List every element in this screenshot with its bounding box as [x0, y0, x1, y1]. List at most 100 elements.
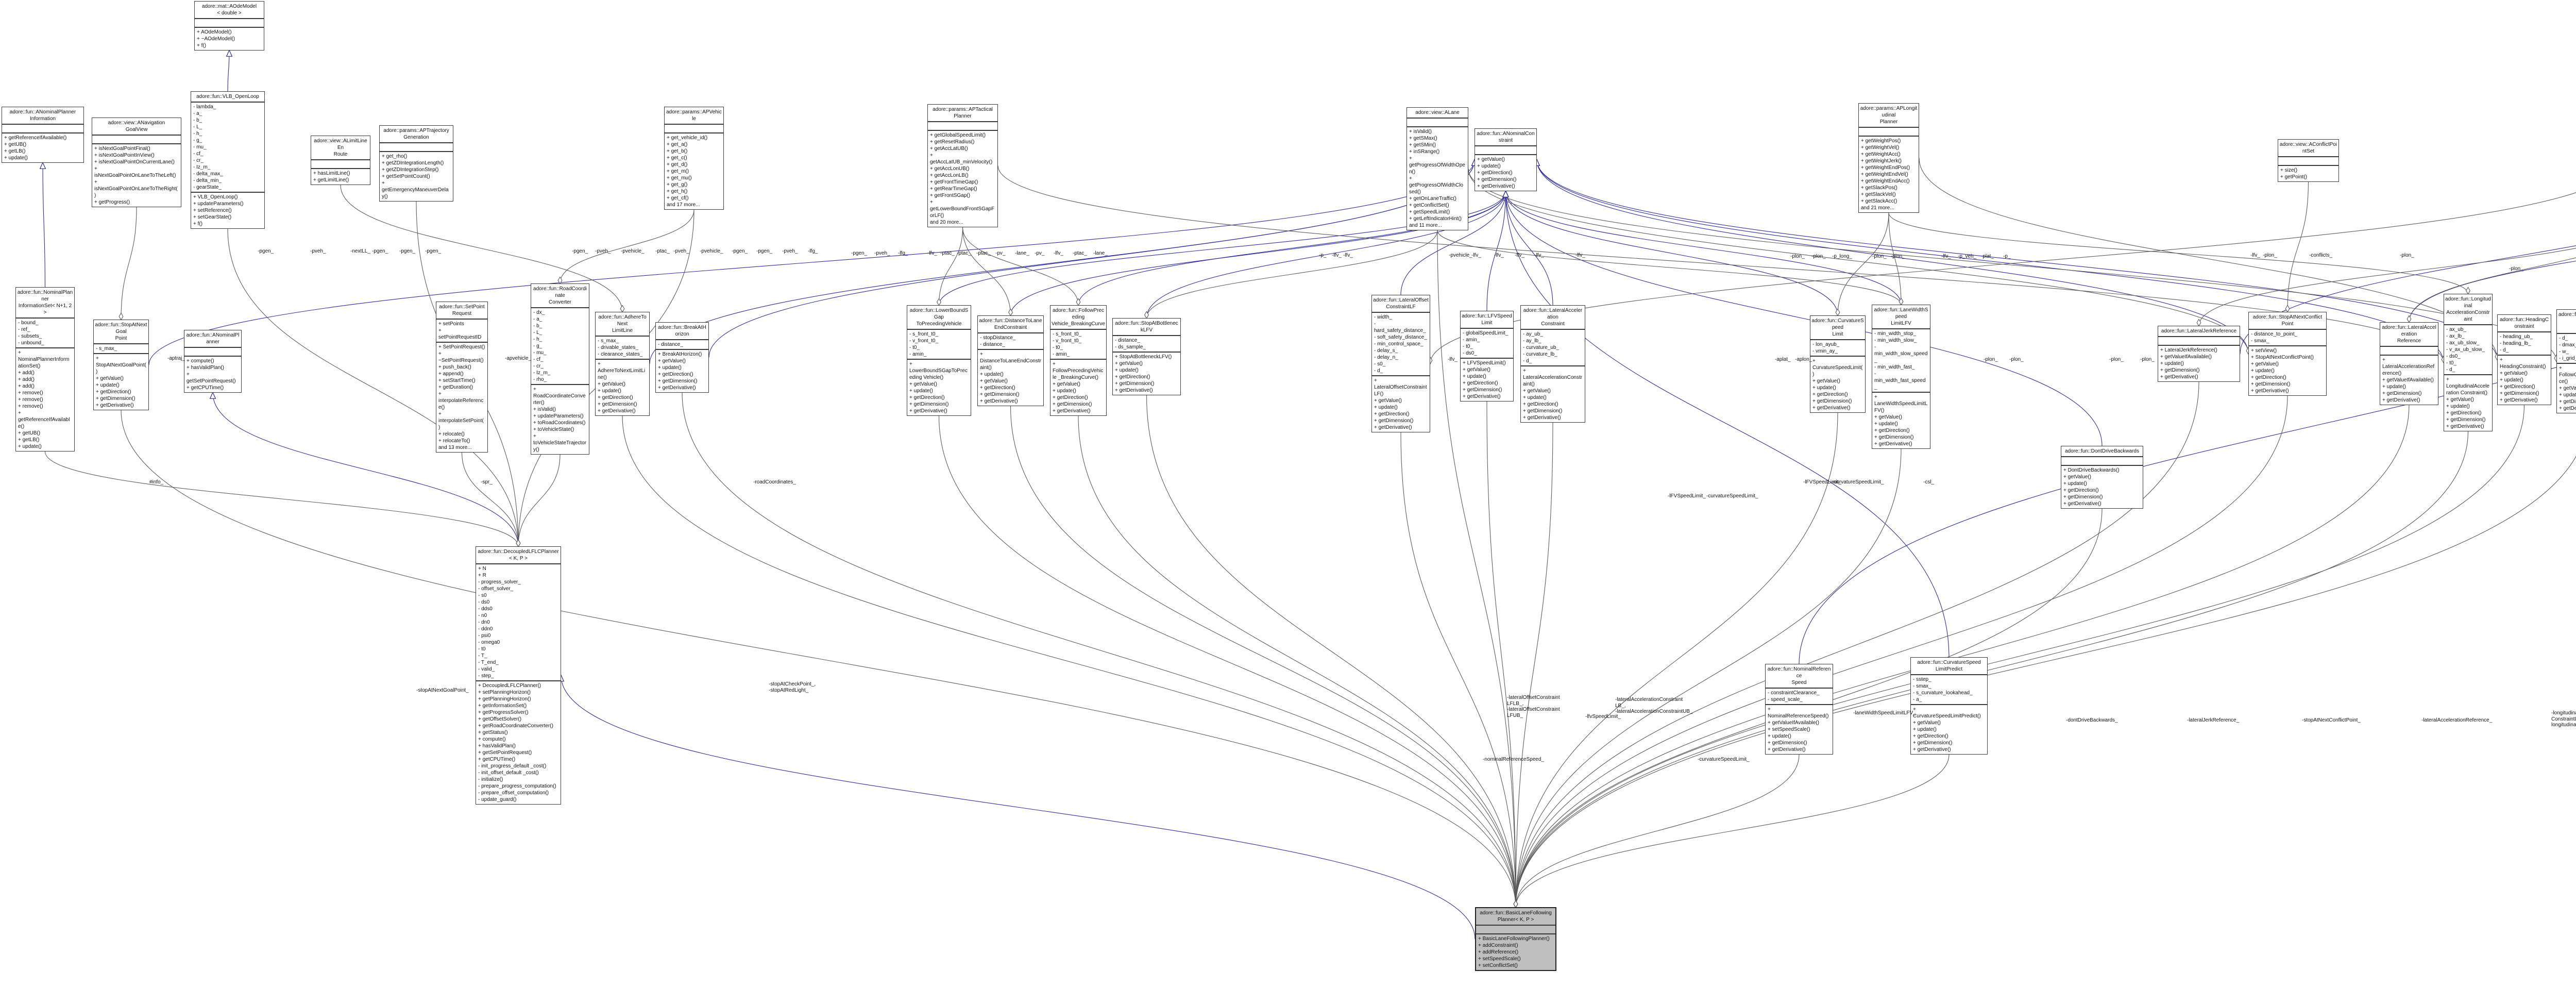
method: + VLB_OpenLoop()	[193, 194, 238, 200]
method: + getValue()	[1477, 157, 1505, 162]
class-node-lonac[interactable]: adore::fun::Longitudinal AccelerationCon…	[2444, 294, 2493, 431]
method: + update()	[2559, 392, 2576, 398]
method: + getSpeedLimit()	[1409, 209, 1450, 215]
edge-inherit-lbsg-anomc	[938, 191, 1506, 306]
class-node-ljr[interactable]: adore::fun::LateralJerkReference+ Latera…	[2158, 326, 2240, 382]
method: + getDirection()	[1115, 374, 1150, 380]
class-attributes: - distance_	[656, 340, 708, 350]
method: + update()	[980, 372, 1004, 377]
class-node-blfp[interactable]: adore::fun::BasicLaneFollowing Planner< …	[1475, 907, 1556, 971]
class-attributes	[2158, 337, 2240, 346]
class-node-sncp[interactable]: adore::fun::StopAtNextConflict Point- di…	[2248, 312, 2327, 396]
method: + setStartTime()	[438, 378, 476, 383]
class-node-npis[interactable]: adore::fun::NominalPlanner InformationSe…	[15, 287, 75, 451]
method: + getDerivative()	[2382, 397, 2420, 403]
method: + LaneWidthSpeedLimitLFV()	[1874, 394, 1928, 413]
attribute: - ref_	[18, 327, 30, 332]
method: + get_g()	[667, 182, 688, 188]
class-methods: + LaneWidthSpeedLimitLFV()+ getValue()+ …	[1872, 393, 1930, 448]
method: + getAccLatUB()	[930, 146, 968, 152]
method: + CurvatureSpeedLimit()	[1812, 358, 1863, 377]
class-node-csl[interactable]: adore::fun::CurvatureSpeed Limit- lon_ay…	[1810, 315, 1866, 413]
method: + update()	[96, 382, 120, 388]
class-node-bah[interactable]: adore::fun::BreakAtHorizon- distance_+ B…	[655, 322, 709, 393]
method: + BreakAtHorizon()	[658, 352, 702, 357]
attribute: - s_curvature_lookahead_	[1913, 690, 1973, 696]
method: + getValue()	[2251, 361, 2279, 367]
method: - update_guard()	[478, 797, 517, 802]
class-node-lar[interactable]: adore::fun::LateralAcceleration Referenc…	[2380, 322, 2438, 405]
class-node-adh[interactable]: adore::fun::AdhereToNext LimitLine- s_ma…	[595, 312, 650, 416]
method: + getDimension()	[2446, 417, 2486, 423]
method: + getDerivative()	[2063, 501, 2102, 507]
class-node-aptac[interactable]: adore::params::APTactical Planner+ getGl…	[927, 104, 998, 227]
method: + getWeightEndVel()	[1861, 172, 1908, 177]
edge-label: -pveh_	[310, 248, 326, 254]
attribute: - ay_lb_	[1523, 338, 1541, 344]
class-node-hc[interactable]: adore::fun::HeadingConstraint- heading_u…	[2497, 314, 2551, 405]
attribute: - t0_	[2446, 360, 2457, 366]
attribute: - b_	[533, 323, 543, 329]
edge-label: -pgen_	[399, 248, 416, 254]
class-node-rcc[interactable]: adore::fun::RoadCoordinate Converter- dx…	[531, 283, 589, 455]
class-node-lfvsl[interactable]: adore::fun::LFVSpeedLimit- globalSpeedLi…	[1460, 311, 1514, 402]
attribute: - t0_	[1463, 344, 1473, 349]
attribute: - distance_	[1115, 338, 1140, 343]
class-title: adore::fun::HeadingConstraint	[2498, 315, 2551, 332]
method: + getDirection()	[1812, 392, 1848, 397]
class-attributes: - bound_- ref_- subsets_- unbound_	[16, 319, 74, 348]
class-attributes	[665, 125, 723, 133]
class-node-anav[interactable]: adore::view::ANavigation GoalView+ isNex…	[92, 118, 181, 207]
method: + getDerivative()	[2251, 388, 2289, 394]
class-node-lwsl[interactable]: adore::fun::LaneWidthSpeed LimitLFV- min…	[1872, 305, 1930, 449]
class-node-apveh[interactable]: adore::params::APVehicle+ get_vehicle_id…	[664, 107, 724, 210]
attribute: - a_	[1913, 697, 1922, 702]
method: + getDirection()	[96, 389, 131, 395]
class-node-dlflc[interactable]: adore::fun::DecoupledLFLCPlanner < K, P …	[476, 546, 561, 805]
class-node-loclf[interactable]: adore::fun::LateralOffset ConstraintLF- …	[1371, 295, 1430, 432]
attribute: - v_front_t0_	[909, 338, 939, 344]
class-node-sabl[interactable]: adore::fun::StopAtBottleneckLFV- distanc…	[1112, 318, 1181, 395]
class-node-aplon[interactable]: adore::params::APLongitudinal Planner+ g…	[1858, 103, 1919, 213]
method: + getDirection()	[2446, 410, 2482, 416]
class-node-anomp[interactable]: adore::fun::ANominalPlanner+ compute()+ …	[184, 330, 242, 393]
method: + getDerivative()	[2500, 397, 2538, 403]
class-node-lbsg[interactable]: adore::fun::LowerBoundSGap ToPrecedingVe…	[907, 305, 971, 416]
class-node-aconf[interactable]: adore::view::AConflictPointSet+ size()+ …	[2278, 139, 2339, 182]
class-node-aptraj[interactable]: adore::params::APTrajectory Generation+ …	[379, 125, 453, 202]
attribute: - i_grid_	[2559, 356, 2576, 361]
class-node-dtle[interactable]: adore::fun::DistanceToLane EndConstraint…	[977, 315, 1044, 406]
edge-label: -plon_	[2400, 253, 2414, 258]
class-node-vlb[interactable]: adore::fun::VLB_OpenLoop- lambda_- a_- b…	[191, 91, 265, 229]
class-node-lac[interactable]: adore::fun::LateralAcceleration Constrai…	[1520, 305, 1585, 423]
class-node-anomc[interactable]: adore::fun::ANominalConstraint+ getValue…	[1475, 128, 1537, 191]
class-node-spr[interactable]: adore::fun::SetPointRequest+ setPoints+ …	[436, 302, 488, 453]
class-methods: + LateralOffsetConstraintLF()+ getValue(…	[1372, 376, 1430, 432]
class-node-anpi[interactable]: adore::fun::ANominalPlanner Information+…	[2, 107, 84, 163]
edge-label: -lfv_	[1471, 253, 1481, 258]
attribute: - heading_ub_	[2500, 334, 2533, 340]
class-node-ddb[interactable]: adore::fun::DontDriveBackwards+ DontDriv…	[2061, 446, 2143, 509]
class-node-cslp[interactable]: adore::fun::CurvatureSpeed LimitPredict-…	[1910, 657, 1988, 755]
method: + getDimension()	[2063, 494, 2103, 500]
attribute: - L_	[533, 330, 543, 336]
class-node-sngp[interactable]: adore::fun::StopAtNextGoal Point- s_max_…	[93, 320, 149, 410]
class-node-fcr[interactable]: adore::fun::FollowCenterline Reference- …	[2556, 309, 2576, 413]
method: + update()	[2382, 384, 2406, 390]
edge-inherit-sngp-anomc	[148, 160, 1475, 365]
class-node-aodemodel[interactable]: adore::mat::AOdeModel < double >+ AOdeMo…	[194, 1, 264, 51]
class-node-fpvbc[interactable]: adore::fun::FollowPreceding Vehicle_Brea…	[1050, 305, 1107, 416]
edge-agg-sabl-blfp	[1146, 395, 1518, 908]
class-title: adore::fun::FollowPreceding Vehicle_Brea…	[1050, 306, 1106, 330]
class-node-alimit[interactable]: adore::view::ALimitLineEn Route+ hasLimi…	[311, 136, 370, 185]
attribute: - s_front_t0_	[1053, 331, 1082, 337]
class-attributes: - distance_- ds_sample_	[1113, 336, 1180, 353]
attribute: - d_	[1374, 368, 1383, 374]
edge-label: -ptac_	[957, 250, 971, 256]
method: + getDuration()	[438, 384, 473, 390]
class-node-alane[interactable]: adore::view::ALane+ isValid()+ getSMax()…	[1406, 107, 1468, 230]
class-node-nrs[interactable]: adore::fun::NominalReference Speed- cons…	[1765, 664, 1833, 755]
method: + getValue()	[2500, 371, 2528, 376]
edge-agg-loclf-blfp	[1400, 432, 1518, 908]
